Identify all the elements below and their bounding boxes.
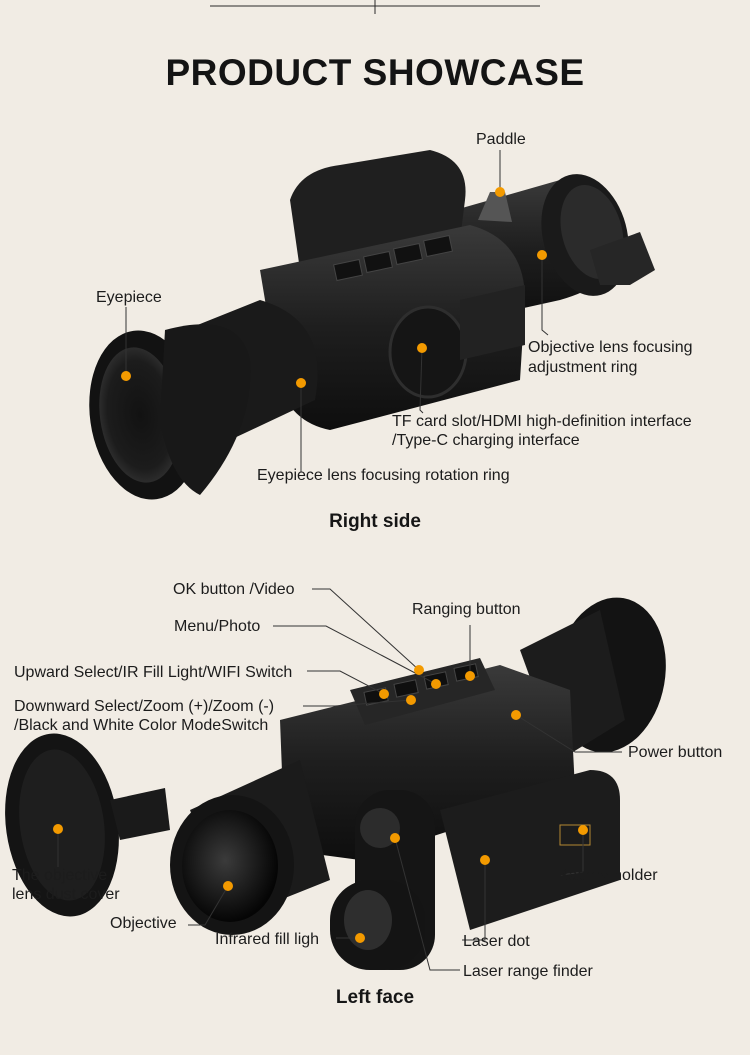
label-laser-range-finder: Laser range finder <box>463 963 593 980</box>
label-dust-cover-line1: The objective <box>12 867 108 884</box>
label-tf-card-line2: /Type-C charging interface <box>392 432 580 449</box>
left-face-callouts <box>57 588 622 971</box>
label-power-button: Power button <box>628 744 723 761</box>
left-face-device-image <box>5 597 666 970</box>
right-side-callout-dots <box>121 187 547 388</box>
right-side-device-image <box>89 150 655 500</box>
page-title: PRODUCT SHOWCASE <box>165 52 585 93</box>
label-ok-button: OK button /Video <box>173 581 295 598</box>
label-objective: Objective <box>110 915 177 932</box>
right-side-callouts <box>125 150 549 472</box>
label-objective-ring-line1: Objective lens focusing <box>528 339 693 356</box>
label-infrared-fill-light: Infrared fill ligh <box>215 931 320 948</box>
label-dust-cover-line2: lens dust cover <box>12 886 120 903</box>
label-paddle: Paddle <box>476 131 526 148</box>
label-objective-ring-line2: adjustment ring <box>528 359 638 376</box>
label-laser-dot: Laser dot <box>463 933 530 950</box>
label-eyepiece-ring: Eyepiece lens focusing rotation ring <box>257 467 510 484</box>
left-face-callout-dots <box>53 665 588 943</box>
label-eyepiece: Eyepiece <box>96 289 162 306</box>
top-divider <box>210 0 540 14</box>
label-downward-line2: /Black and White Color ModeSwitch <box>14 717 269 734</box>
caption-right-side: Right side <box>329 511 421 532</box>
label-tf-card-line1: TF card slot/HDMI high-definition interf… <box>392 413 692 430</box>
label-battery-holder: Battery holder <box>558 867 658 884</box>
caption-left-face: Left face <box>335 987 415 1008</box>
label-ranging-button: Ranging button <box>412 601 521 618</box>
label-menu-photo: Menu/Photo <box>174 618 261 635</box>
label-upward-select: Upward Select/IR Fill Light/WIFI Switch <box>14 664 293 681</box>
label-downward-line1: Downward Select/Zoom (+)/Zoom (-) <box>14 698 275 715</box>
